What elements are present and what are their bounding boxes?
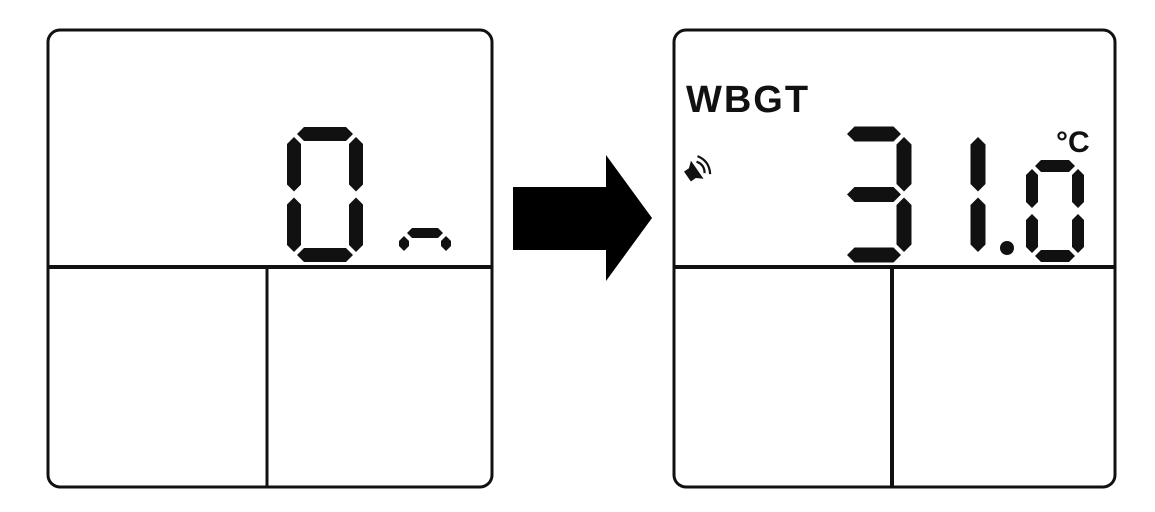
- digit-segment: [287, 137, 301, 192]
- seven-segment-digit: [847, 126, 912, 263]
- lcd-screen-before: [46, 28, 494, 489]
- digit-segment: [1072, 214, 1084, 253]
- digit-segment: [407, 228, 443, 238]
- digit-segment: [297, 127, 353, 141]
- digit-segment: [847, 187, 901, 202]
- digit-segment: [1026, 214, 1038, 253]
- wbgt-mode-label: WBGT: [686, 79, 810, 121]
- digit-segment: [297, 248, 353, 262]
- decimal-point: [1000, 241, 1014, 255]
- sound-wave-icon: [684, 155, 712, 182]
- digit-segment: [847, 247, 901, 263]
- digit-segment: [970, 197, 986, 252]
- digit-segment: [896, 137, 912, 192]
- lcd-frame: [46, 28, 494, 489]
- digit-segment: [1026, 169, 1038, 208]
- seven-segment-digit: [287, 127, 363, 262]
- main-display: [847, 126, 1084, 263]
- main-display: [287, 127, 451, 262]
- digit-segment: [1035, 250, 1075, 262]
- digit-segment: [896, 197, 912, 252]
- digit-segment: [349, 137, 363, 192]
- digit-segment: [1035, 160, 1075, 172]
- unit-celsius-label: °C: [1056, 126, 1090, 159]
- seven-segment-digit: [970, 137, 986, 252]
- digit-segment: [847, 126, 901, 142]
- lcd-screen-after: WBGT °C: [672, 28, 1117, 489]
- digit-segment: [1072, 169, 1084, 208]
- right-arrow-icon: [513, 155, 652, 281]
- seven-segment-digit: [399, 228, 451, 251]
- digit-segment: [970, 137, 986, 192]
- digit-segment: [399, 236, 409, 251]
- digit-segment: [441, 236, 451, 251]
- lcd-frame: [672, 28, 1117, 489]
- digit-segment: [349, 197, 363, 252]
- seven-segment-digit: [1026, 160, 1084, 262]
- digit-segment: [287, 197, 301, 252]
